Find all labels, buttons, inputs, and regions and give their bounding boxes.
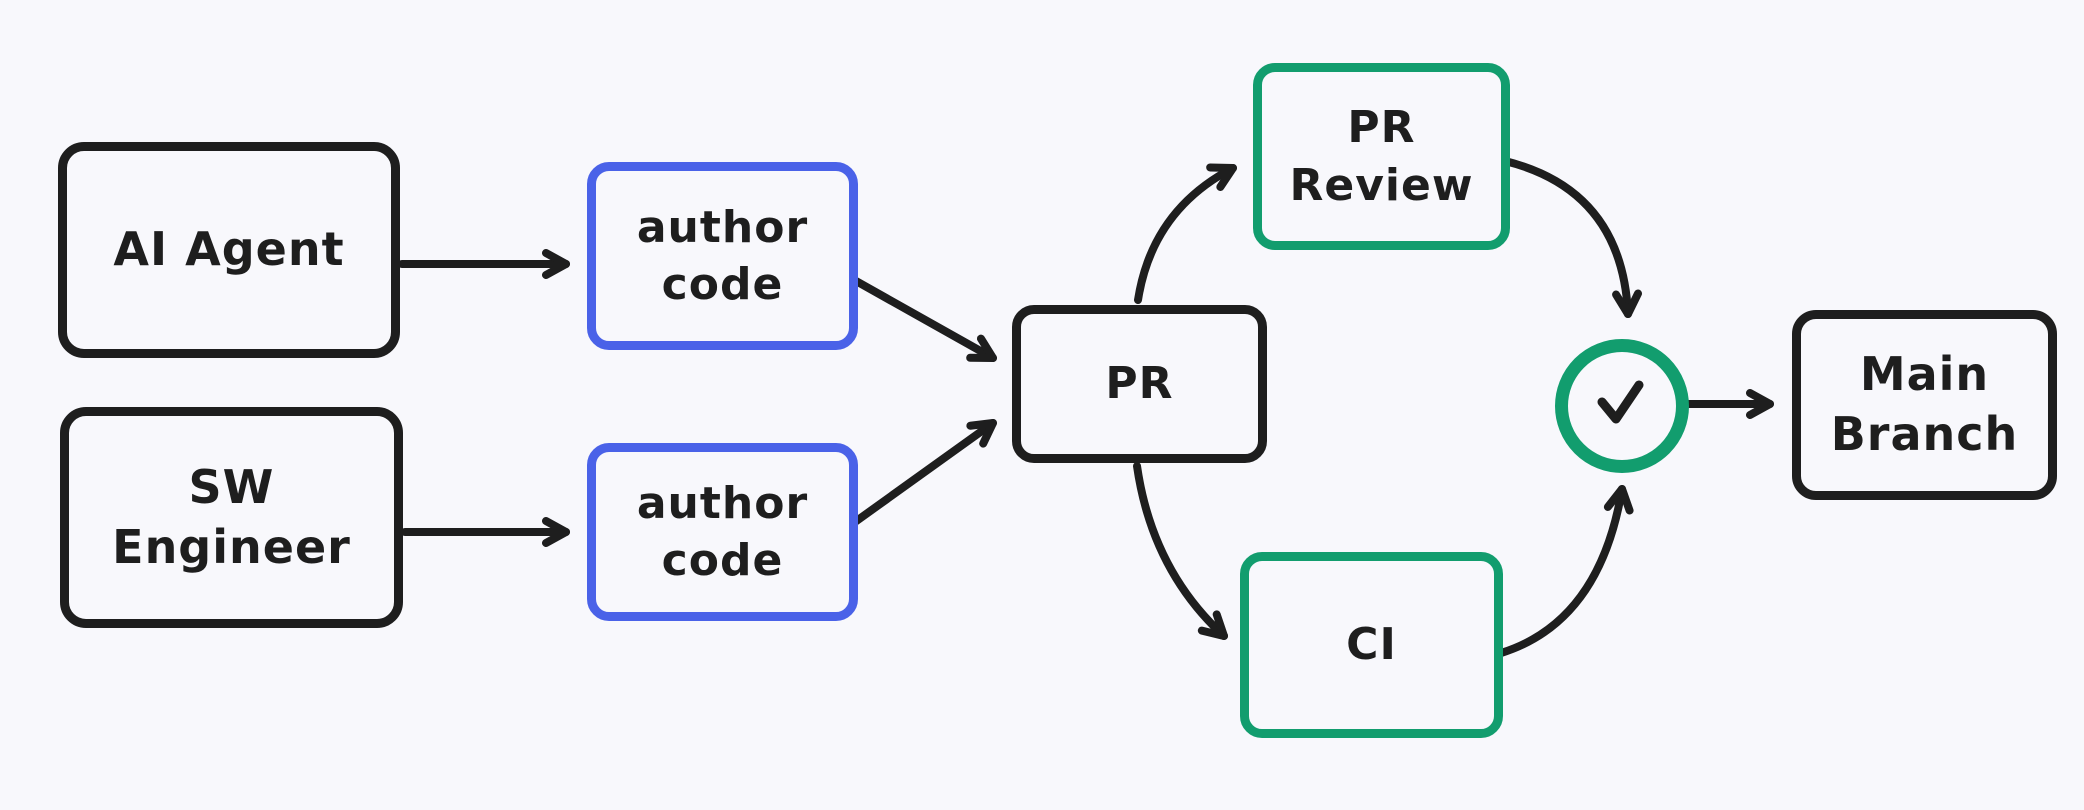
arrow-author-code-bottom-to-pr bbox=[851, 419, 997, 526]
arrow-pr-review-to-check bbox=[1501, 157, 1643, 318]
arrow-pr-to-pr-review bbox=[1134, 163, 1237, 304]
node-pr-review: PR Review bbox=[1253, 63, 1510, 250]
node-pr-label: PR bbox=[1105, 358, 1174, 410]
node-author-code-bottom-label: author code bbox=[636, 477, 809, 586]
node-pr-review-label: PR Review bbox=[1289, 102, 1474, 211]
approval-check-circle bbox=[1555, 339, 1689, 473]
node-ci: CI bbox=[1240, 552, 1503, 738]
node-ci-label: CI bbox=[1346, 619, 1397, 671]
arrow-author-code-top-to-pr bbox=[852, 277, 997, 362]
node-sw-engineer: SW Engineer bbox=[60, 407, 403, 628]
node-author-code-top: author code bbox=[587, 162, 858, 350]
arrow-pr-to-ci bbox=[1133, 462, 1228, 640]
node-main-branch-label: Main Branch bbox=[1830, 347, 2019, 461]
arrow-ci-to-check bbox=[1497, 485, 1634, 657]
node-pr: PR bbox=[1012, 305, 1267, 463]
node-author-code-bottom: author code bbox=[587, 443, 858, 621]
node-ai-agent-label: AI Agent bbox=[113, 222, 345, 277]
node-sw-engineer-label: SW Engineer bbox=[112, 459, 351, 574]
node-ai-agent: AI Agent bbox=[58, 142, 400, 358]
node-author-code-top-label: author code bbox=[636, 201, 809, 310]
node-main-branch: Main Branch bbox=[1792, 310, 2057, 500]
checkmark-icon bbox=[1597, 380, 1644, 424]
